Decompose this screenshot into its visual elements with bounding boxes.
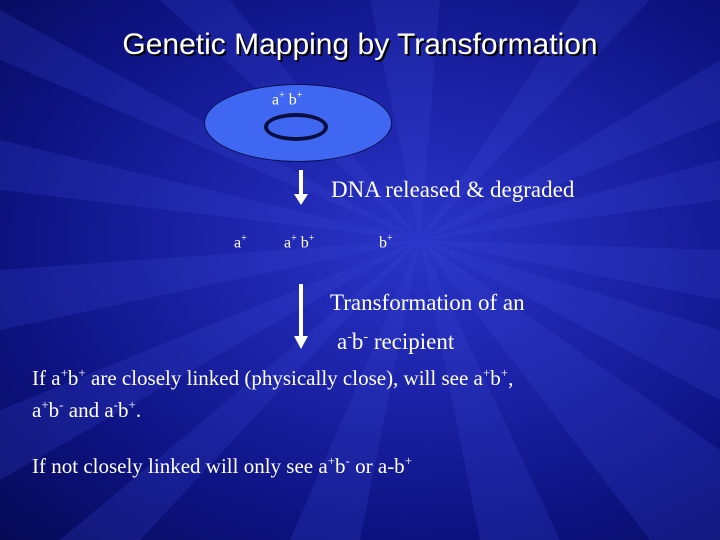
donor-genotype: a+ b+	[272, 90, 303, 109]
down-arrow-2	[294, 284, 308, 349]
donor-chromosome	[264, 113, 328, 141]
fragment-a-plus: a+	[234, 233, 247, 252]
step-dna-released: DNA released & degraded	[331, 177, 575, 202]
fragment-a-plus-b-plus: a+ b+	[284, 233, 315, 252]
unlinked-paragraph: If not closely linked will only see a+b-…	[32, 453, 413, 478]
step-transformation: Transformation of an	[330, 290, 525, 315]
fragment-b-plus: b+	[379, 233, 393, 252]
slide-title: Genetic Mapping by Transformation	[122, 28, 598, 61]
linked-paragraph-line1: If a+b+ are closely linked (physically c…	[32, 365, 514, 390]
down-arrow-1	[294, 170, 308, 205]
step-recipient: a-b- recipient	[337, 329, 455, 354]
linked-paragraph-line2: a+b- and a-b+.	[32, 397, 142, 422]
